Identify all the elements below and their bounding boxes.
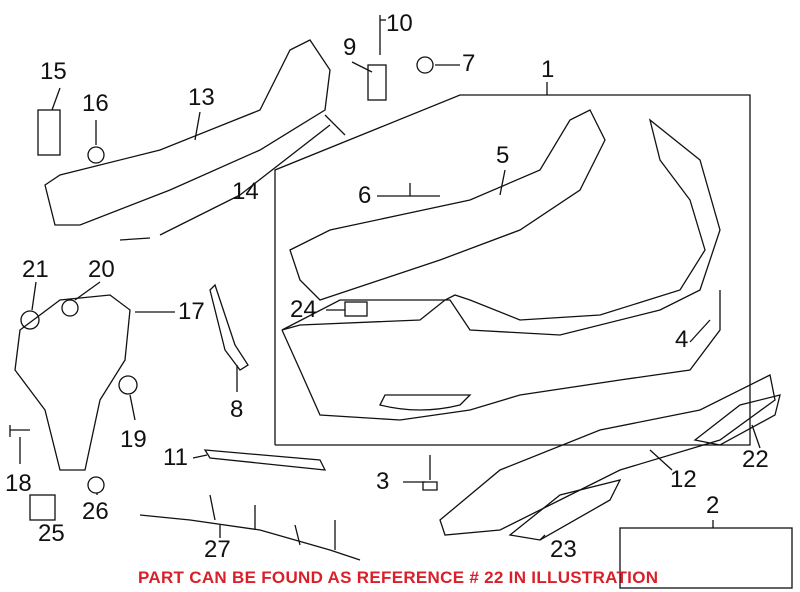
callout-12: 12 [670,466,697,493]
pad-24 [344,301,368,317]
leader-lines [19,19,761,541]
mounting-bracket [289,109,606,301]
diffuser-recess [379,394,472,411]
wiring-harness [139,494,361,561]
callout-7: 7 [462,50,476,77]
callout-19: 19 [120,426,147,453]
bolt-14b [119,237,151,241]
nut-21 [20,310,40,330]
callout-21: 21 [22,256,49,283]
grille-22 [693,394,781,446]
callout-3: 3 [376,468,390,495]
clip-15 [37,109,61,156]
callout-26: 26 [82,498,109,525]
clip-19 [118,375,138,395]
callout-24: 24 [290,296,317,323]
trim-strip [203,449,327,471]
callout-20: 20 [88,256,115,283]
bolt-14a [324,114,346,136]
callout-6: 6 [358,182,372,209]
nut-16 [87,146,105,164]
hardware-box [619,527,793,589]
bolt-18 [9,425,30,437]
callout-4: 4 [675,326,689,353]
callout-15: 15 [40,58,67,85]
sensor-25 [29,494,56,521]
bumper-lower [281,290,721,421]
callout-18: 18 [5,470,32,497]
callout-22: 22 [742,446,769,473]
clip-20 [61,299,79,317]
callout-10: 10 [386,10,413,37]
callout-25: 25 [38,520,65,547]
bumper-cover [281,118,721,336]
callout-16: 16 [82,90,109,117]
reinforcement-bar [44,39,331,226]
callout-23: 23 [550,536,577,563]
bolt-3 [422,455,438,491]
diffuser [439,374,776,536]
strip [209,283,249,371]
callout-2: 2 [706,492,720,519]
callout-13: 13 [188,84,215,111]
grille-23 [508,479,622,541]
callout-17: 17 [178,298,205,325]
callout-14: 14 [232,178,259,205]
callout-11: 11 [163,444,188,471]
bracket-9 [367,64,387,101]
assembly-box [274,94,751,446]
callout-5: 5 [496,142,510,169]
grommet-26 [87,476,105,494]
reference-note: PART CAN BE FOUND AS REFERENCE # 22 IN I… [138,568,659,587]
callout-9: 9 [343,34,357,61]
nut-7 [416,56,434,74]
callout-27: 27 [204,536,231,563]
callout-8: 8 [230,396,244,423]
side-bracket [14,294,131,471]
callout-1: 1 [541,56,555,83]
